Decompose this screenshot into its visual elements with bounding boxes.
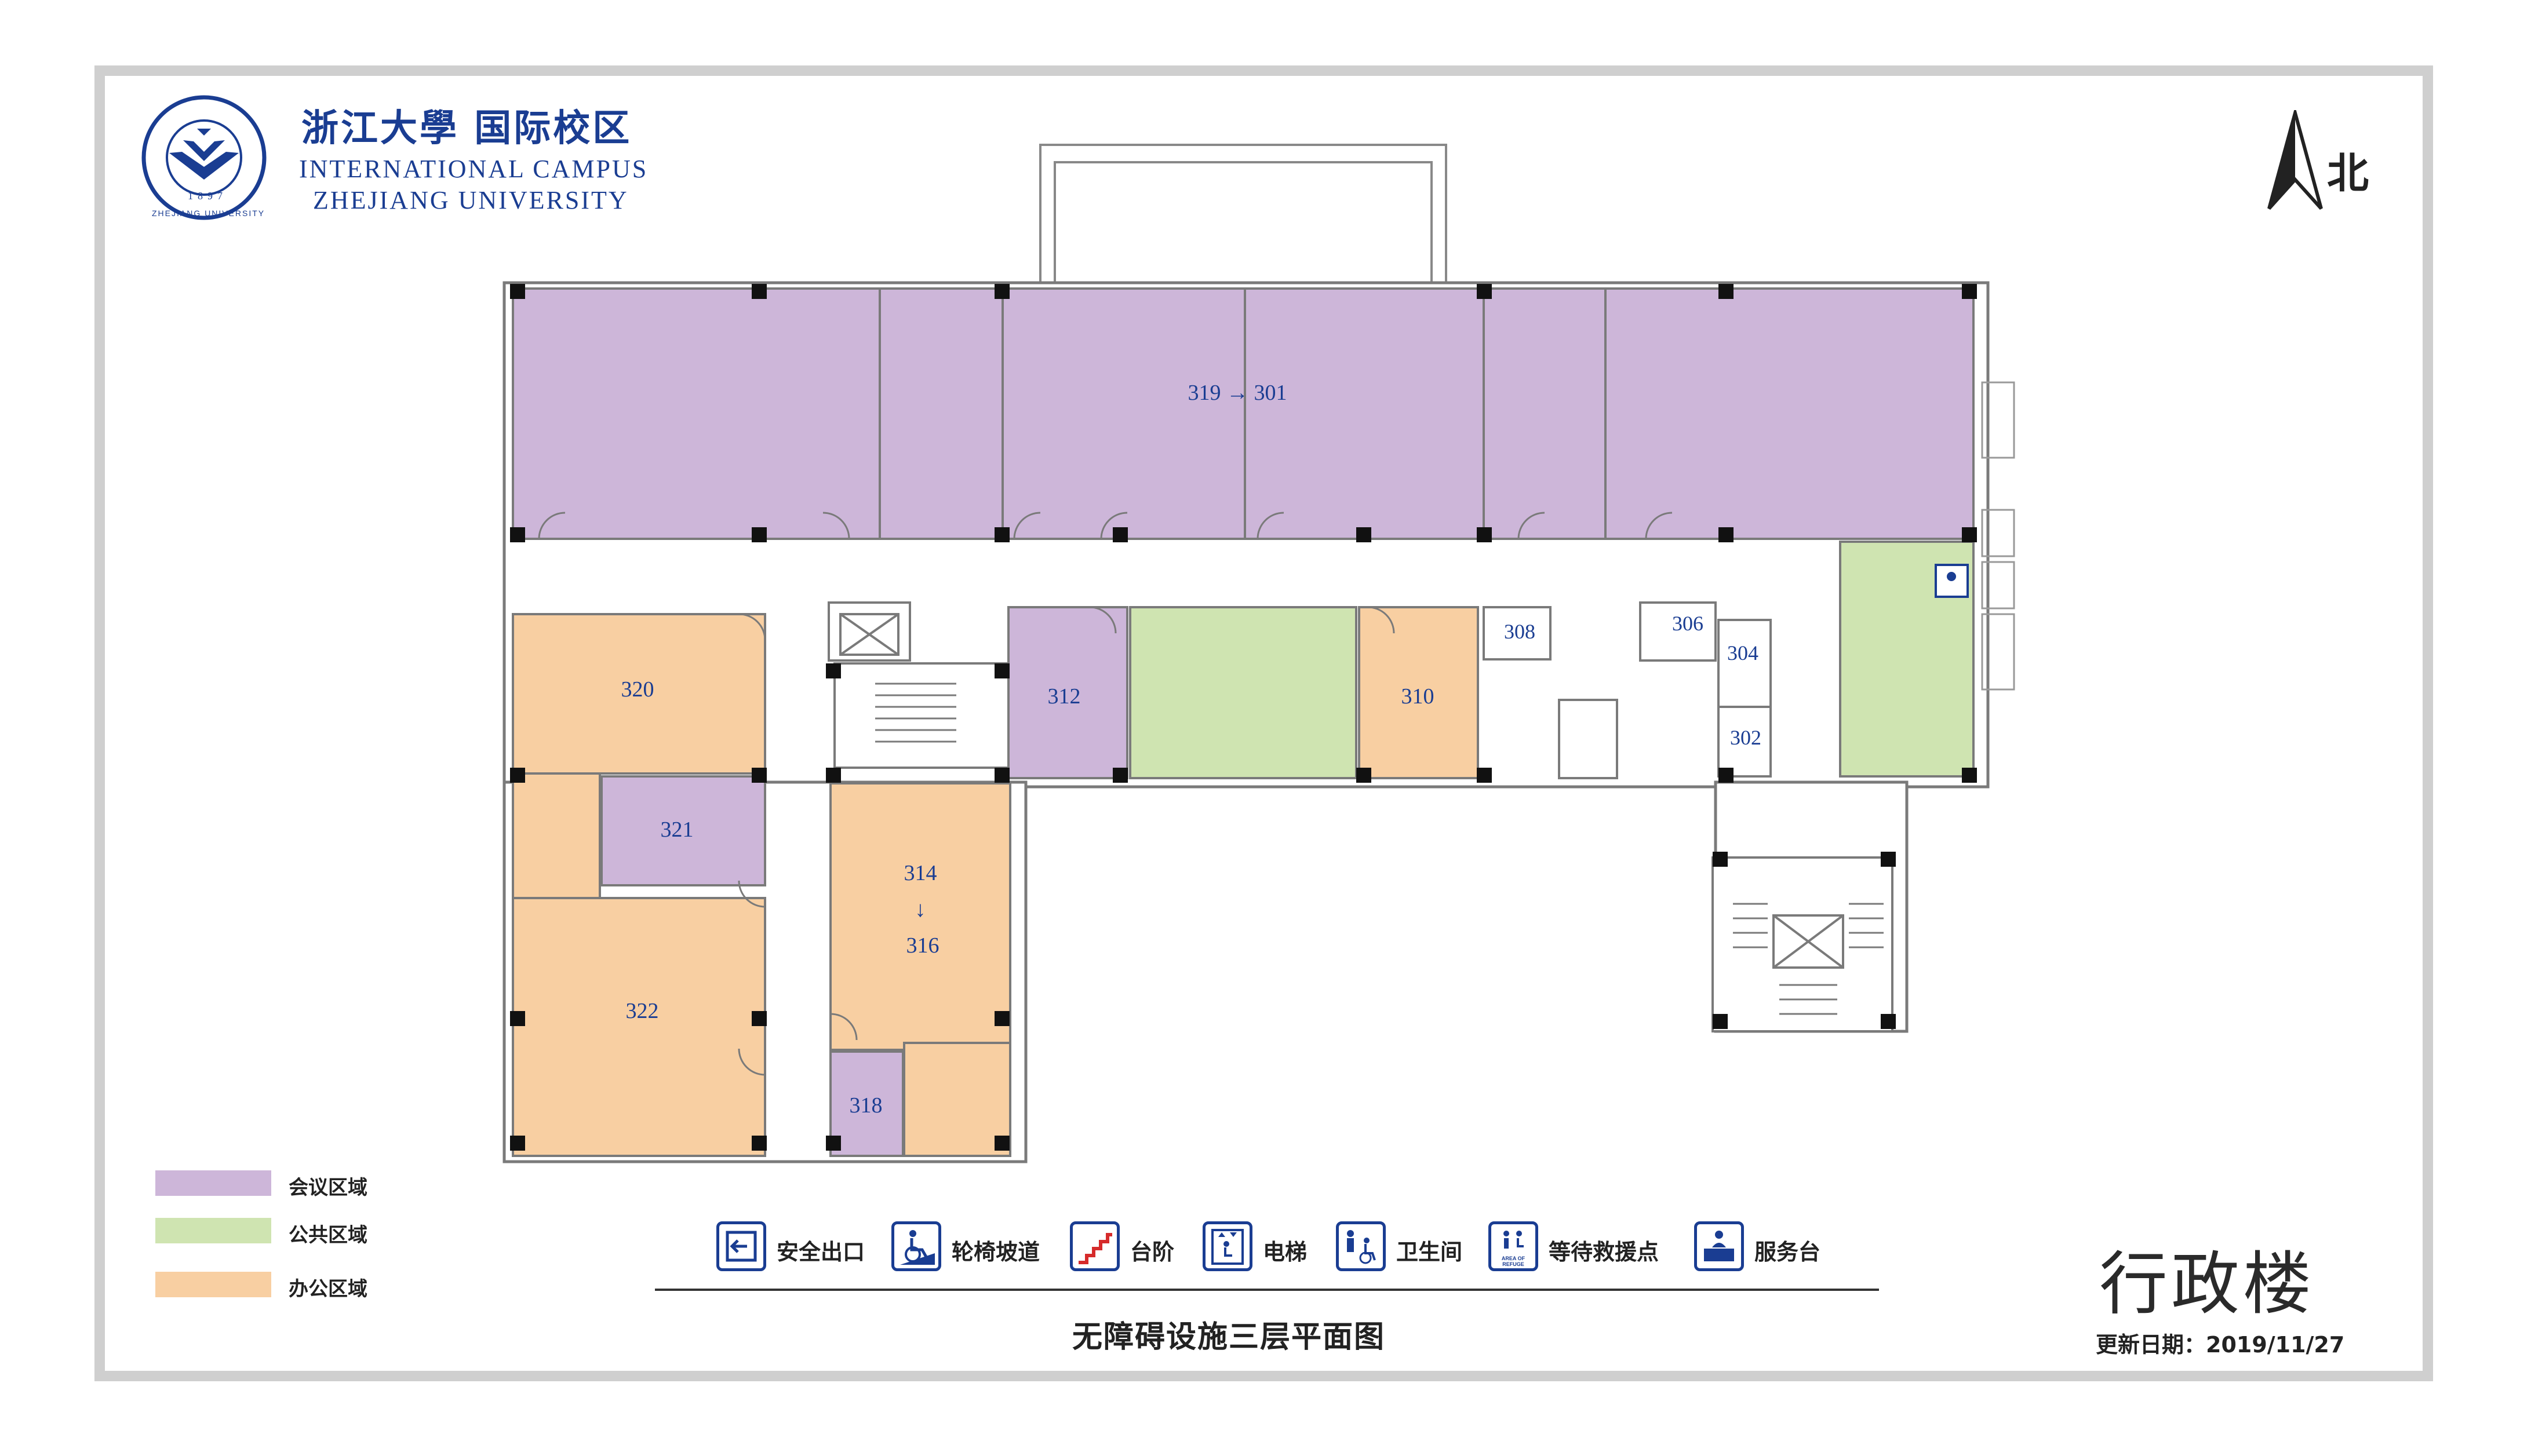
service-rooms — [1483, 601, 1772, 779]
room-label-314: 314 — [904, 861, 937, 885]
public-area-center[interactable] — [1129, 606, 1357, 779]
university-name-en-line2: ZHEJIANG UNIVERSITY — [313, 186, 629, 214]
symbol-label-exit: 安全出口 — [777, 1239, 865, 1265]
room-312[interactable] — [1007, 606, 1128, 779]
legend-swatch-public — [155, 1218, 271, 1243]
stairwell-south — [1711, 856, 1893, 1032]
seal-year: 1897 — [188, 190, 227, 202]
university-name-cn: 浙江大學 国际校区 — [301, 107, 632, 150]
room-310[interactable] — [1358, 606, 1479, 779]
room-label-310: 310 — [1401, 684, 1434, 709]
legend-label-public: 公共区域 — [289, 1224, 367, 1247]
east-window-bays — [1981, 381, 2015, 691]
refuge-area-icon: AREA OF REFUGE — [1488, 1221, 1538, 1271]
symbol-label-restroom: 卫生间 — [1396, 1239, 1463, 1265]
building-name: 行政楼 — [2099, 1244, 2315, 1324]
exit-icon — [716, 1221, 766, 1271]
legend-swatch-meeting — [155, 1170, 271, 1196]
room-label-322: 322 — [625, 999, 659, 1023]
symbol-divider — [655, 1289, 1879, 1291]
symbol-label-service-desk: 服务台 — [1754, 1239, 1821, 1265]
room-label-302: 302 — [1730, 726, 1761, 749]
room-316-lower — [903, 1042, 1011, 1157]
north-arrow-icon — [2267, 106, 2323, 210]
symbol-label-stairs: 台阶 — [1130, 1239, 1175, 1265]
room-label-316: 316 — [906, 933, 939, 958]
legend-label-office: 办公区域 — [289, 1278, 367, 1301]
room-322[interactable] — [512, 897, 766, 1157]
university-logo: 1897 ZHEJIANG UNIVERSITY 浙江大學 国际校区 INTER… — [139, 93, 661, 232]
room-314-316[interactable] — [829, 782, 1011, 1051]
stair-treads-south — [1733, 903, 1884, 1015]
stair-treads-west — [875, 683, 956, 743]
room-label-314-arrow: ↓ — [915, 897, 926, 922]
top-terrace — [1039, 144, 1447, 285]
room-label-319-301: 319 → 301 — [1188, 381, 1287, 405]
room-320-lower — [512, 772, 601, 899]
room-321[interactable] — [600, 775, 766, 886]
room-318[interactable] — [829, 1050, 904, 1157]
refuge-sublabel: AREA OF REFUGE — [1501, 1256, 1525, 1267]
service-desk-icon — [1694, 1221, 1744, 1271]
door-swings — [538, 512, 1673, 1076]
structural-columns — [510, 284, 1977, 1151]
room-label-304: 304 — [1727, 641, 1758, 665]
elevator-icon — [1203, 1221, 1252, 1271]
room-label-318: 318 — [849, 1093, 883, 1118]
floor-title: 无障碍设施三层平面图 — [1072, 1320, 1386, 1355]
symbol-label-elevator: 电梯 — [1263, 1239, 1308, 1265]
seal-text: ZHEJIANG UNIVERSITY — [152, 209, 265, 218]
university-seal-icon — [141, 95, 267, 220]
refuge-marker — [1935, 564, 1969, 598]
restroom-icon — [1336, 1221, 1386, 1271]
room-label-312: 312 — [1047, 684, 1081, 709]
room-label-320: 320 — [621, 677, 654, 702]
legend-swatch-office — [155, 1272, 271, 1297]
stairs-icon — [1070, 1221, 1120, 1271]
room-label-306: 306 — [1672, 612, 1703, 635]
stairwell-west — [828, 601, 1010, 769]
room-320[interactable] — [512, 613, 766, 775]
legend-label-meeting: 会议区域 — [289, 1176, 367, 1199]
symbol-label-ramp: 轮椅坡道 — [952, 1239, 1040, 1265]
room-label-308: 308 — [1504, 620, 1535, 643]
update-date: 更新日期：2019/11/27 — [2096, 1332, 2345, 1358]
north-label: 北 — [2327, 149, 2369, 198]
symbol-label-refuge: 等待救援点 — [1549, 1239, 1659, 1265]
wheelchair-ramp-icon — [891, 1221, 941, 1271]
north-arrow: 北 — [2260, 106, 2394, 214]
top-partitions — [879, 289, 1607, 539]
university-name-en-line1: INTERNATIONAL CAMPUS — [299, 155, 649, 183]
room-319-301[interactable] — [512, 287, 1975, 540]
room-label-321: 321 — [660, 818, 694, 842]
